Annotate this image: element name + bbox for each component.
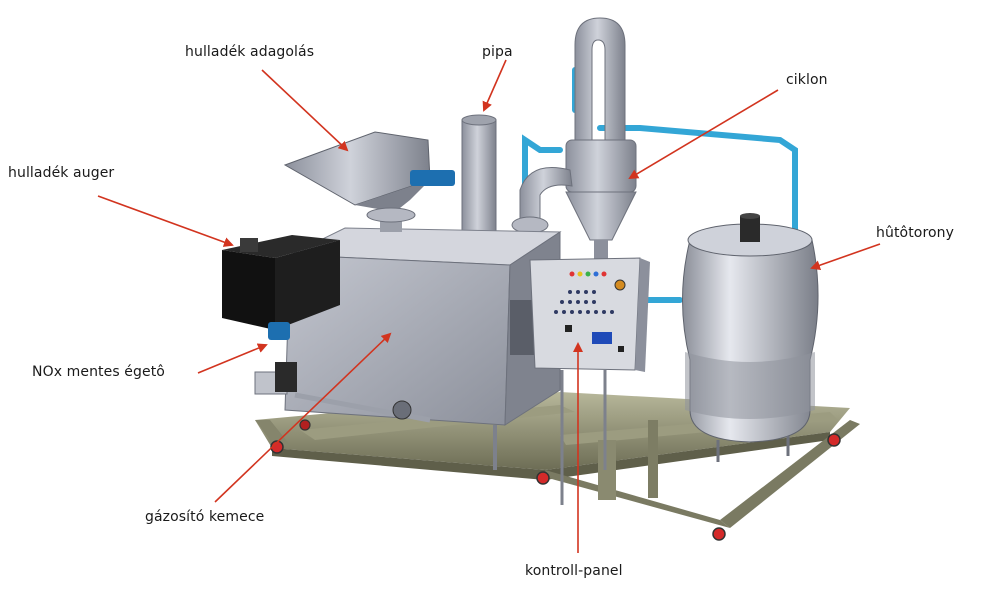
label-cooling-tower: hûtôtorony <box>876 225 955 241</box>
arrow-waste-feed <box>261 69 349 152</box>
callout-arrows <box>97 59 881 553</box>
label-gasifier-furnace: gázosító kemece <box>145 509 265 525</box>
cooling-tower <box>682 213 819 462</box>
caster-wheels <box>270 419 841 541</box>
nox-burner <box>254 322 431 423</box>
control-panel <box>529 257 650 505</box>
waste-auger <box>222 235 340 330</box>
arrow-waste-auger <box>97 195 234 247</box>
arrow-cyclone <box>628 89 779 180</box>
wheel-back-left <box>299 419 311 431</box>
label-cyclone: ciklon <box>786 72 828 88</box>
waste-hopper <box>283 131 455 232</box>
label-nox-burner: NOx mentes égetô <box>32 364 165 380</box>
arrow-nox-burner <box>197 343 268 374</box>
label-control-panel: kontroll-panel <box>525 563 623 579</box>
arrow-gasifier-furnace <box>214 332 392 503</box>
wheel-front-right <box>712 527 726 541</box>
arrow-pipe <box>482 59 507 112</box>
wheel-front-left <box>270 440 284 454</box>
cyclone <box>511 17 637 260</box>
label-waste-feed: hulladék adagolás <box>185 44 315 60</box>
arrow-cooling-tower <box>810 243 881 271</box>
label-pipe: pipa <box>482 44 513 60</box>
wheel-back-right <box>827 433 841 447</box>
label-waste-auger: hulladék auger <box>8 165 115 181</box>
gasifier-furnace <box>284 227 562 470</box>
wheel-front-mid <box>536 471 550 485</box>
